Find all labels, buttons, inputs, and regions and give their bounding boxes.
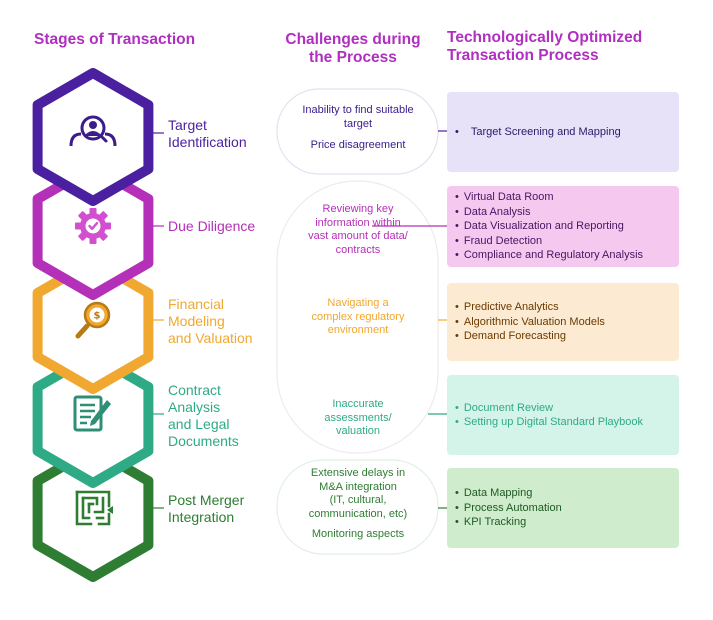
challenge-line: Price disagreement <box>310 139 406 151</box>
solution-item: Target Screening and Mapping <box>455 125 671 140</box>
challenge-post-merger: Extensive delays in M&A integration (IT,… <box>283 467 433 542</box>
challenge-line: Reviewing key <box>322 203 394 215</box>
optimized-header-line: Technologically Optimized <box>447 29 643 46</box>
challenge-contract: Inaccurate assessments/ valuation <box>283 398 433 439</box>
stage-label-line: Post Merger <box>168 492 245 508</box>
stages-header: Stages of Transaction <box>34 31 196 48</box>
solution-item: Fraud Detection <box>455 234 671 249</box>
stage-label-target: Target Identification <box>168 117 247 151</box>
stage-label-line: and Valuation <box>168 330 253 346</box>
challenge-line: complex regulatory <box>311 310 405 323</box>
dollar-magnifier-icon: $ <box>75 301 111 339</box>
solution-box-financial: Predictive Analytics Algorithmic Valuati… <box>447 283 679 361</box>
solution-item: Process Automation <box>455 501 671 516</box>
stage-label-line: Documents <box>168 433 239 449</box>
solution-item: Algorithmic Valuation Models <box>455 315 671 330</box>
challenge-line: Navigating a <box>327 297 389 309</box>
challenge-line: environment <box>327 324 389 336</box>
stage-label-line: Analysis <box>168 399 221 415</box>
challenge-line: (IT, cultural, <box>329 494 387 506</box>
challenge-line: vast amount of data/ <box>308 230 408 242</box>
challenge-line: contracts <box>335 243 381 256</box>
challenge-line: communication, etc) <box>308 507 408 520</box>
stage-label-line: Contract <box>168 382 221 398</box>
solution-item: Data Analysis <box>455 205 671 220</box>
hexagon-target <box>32 68 154 206</box>
challenge-financial: Navigating a complex regulatory environm… <box>283 297 433 338</box>
stage-label-contract: Contract Analysis and Legal Documents <box>168 382 239 450</box>
challenge-line: Extensive delays in <box>310 467 406 479</box>
stage-label-line: and Legal <box>168 416 230 432</box>
stage-label-line: Modeling <box>168 313 225 329</box>
stage-label-line: Due Diligence <box>168 218 256 234</box>
stage-label-line: Identification <box>168 134 247 150</box>
challenges-header-line: Challenges during <box>285 31 421 48</box>
challenge-line: valuation <box>335 425 381 437</box>
solution-item: Compliance and Regulatory Analysis <box>455 248 671 263</box>
solution-item: Document Review <box>455 401 671 416</box>
stage-label-line: Integration <box>168 509 235 525</box>
challenge-bubble-middle <box>276 180 439 454</box>
stage-label-post-merger: Post Merger Integration <box>168 492 244 526</box>
challenge-target: Inability to find suitable target Price … <box>283 104 433 153</box>
solution-item: Demand Forecasting <box>455 329 671 344</box>
solution-box-contract: Document Review Setting up Digital Stand… <box>447 375 679 455</box>
challenge-line: Inability to find suitable <box>302 104 414 116</box>
document-pen-icon <box>73 395 111 432</box>
challenges-header-line: the Process <box>309 49 397 66</box>
solution-item: Data Mapping <box>455 486 671 501</box>
solution-box-due-diligence: Virtual Data Room Data Analysis Data Vis… <box>447 186 679 267</box>
solution-box-post-merger: Data Mapping Process Automation KPI Trac… <box>447 468 679 548</box>
challenge-line: Monitoring aspects <box>311 528 405 540</box>
optimized-header-line: Transaction Process <box>447 47 599 64</box>
user-search-icon <box>69 115 117 147</box>
challenge-bubble-integration <box>276 459 439 555</box>
challenge-line: M&A integration <box>319 480 397 493</box>
challenge-line: Inaccurate <box>332 398 384 410</box>
stage-label-financial: Financial Modeling and Valuation <box>168 296 253 347</box>
solution-item: Predictive Analytics <box>455 300 671 315</box>
maze-icon <box>75 490 113 526</box>
challenge-spacer <box>283 131 433 139</box>
challenge-line: information within <box>315 216 401 229</box>
challenges-header: Challenges during the Process <box>278 31 428 67</box>
stage-label-line: Target <box>168 117 207 133</box>
solution-item: Data Visualization and Reporting <box>455 219 671 234</box>
solution-item: Setting up Digital Standard Playbook <box>455 415 671 430</box>
gear-check-icon <box>75 208 111 244</box>
challenge-spacer <box>283 521 433 528</box>
svg-text:$: $ <box>94 311 101 322</box>
challenge-line: assessments/ <box>324 411 392 424</box>
challenge-line: target <box>343 117 373 130</box>
solution-item: KPI Tracking <box>455 515 671 530</box>
solution-item: Virtual Data Room <box>455 190 671 205</box>
optimized-header: Technologically Optimized Transaction Pr… <box>447 29 642 65</box>
stage-label-line: Financial <box>168 296 225 312</box>
solution-box-target: Target Screening and Mapping <box>447 92 679 172</box>
stage-label-due-diligence: Due Diligence <box>168 218 255 235</box>
hexagon-post-merger <box>32 444 154 582</box>
challenge-due-diligence: Reviewing key information within vast am… <box>283 203 433 257</box>
